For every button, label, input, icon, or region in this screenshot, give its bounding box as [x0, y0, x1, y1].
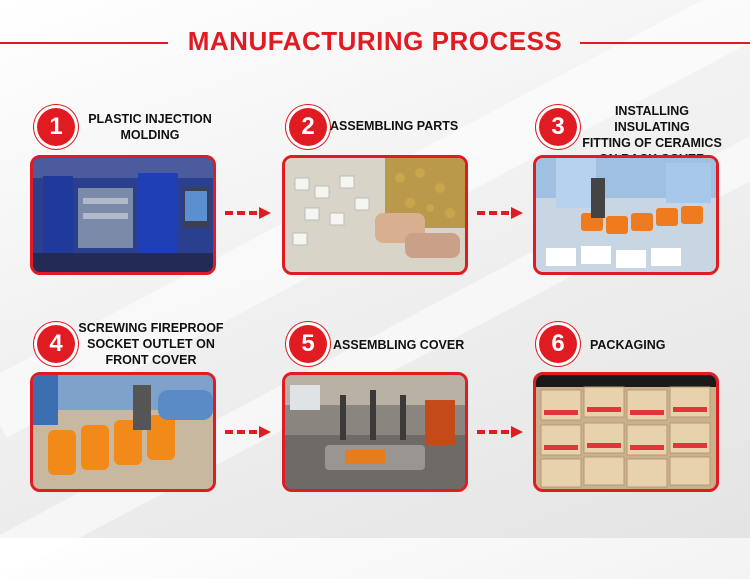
step-4-photo	[30, 372, 216, 492]
step-1-photo	[30, 155, 216, 275]
dashed-arrow-icon	[477, 426, 523, 438]
step-3-label-line: INSTALLING INSULATING	[614, 104, 690, 134]
step-5-photo	[282, 372, 468, 492]
step-5-number: 5	[289, 325, 327, 363]
dashed-arrow-icon	[225, 207, 271, 219]
step-4-number: 4	[37, 325, 75, 363]
step-4-label-line: SCREWING FIREPROOF	[78, 321, 224, 335]
dashed-arrow-icon	[477, 207, 523, 219]
step-2-number: 2	[289, 108, 327, 146]
step-5-label: ASSEMBLING COVER	[333, 337, 483, 353]
step-4-label: SCREWING FIREPROOF SOCKET OUTLET ON FRON…	[76, 320, 226, 368]
header-rule-left	[0, 42, 168, 44]
step-4-label-line: SOCKET OUTLET ON	[87, 337, 215, 351]
step-6-photo	[533, 372, 719, 492]
step-2-label: ASSEMBLING PARTS	[330, 118, 480, 134]
step-3-label-line: FITTING OF CERAMICS	[582, 136, 722, 150]
step-1-label: PLASTIC INJECTION MOLDING	[76, 111, 224, 143]
page-title: MANUFACTURING PROCESS	[187, 26, 563, 56]
header-rule-right	[580, 42, 750, 44]
step-3-number: 3	[539, 108, 577, 146]
step-3-photo	[533, 155, 719, 275]
step-2-label-line: ASSEMBLING PARTS	[330, 119, 459, 133]
step-1-number: 1	[37, 108, 75, 146]
step-2-photo	[282, 155, 468, 275]
step-1-label-line: MOLDING	[120, 128, 180, 142]
step-4-label-line: FRONT COVER	[105, 353, 197, 367]
step-6-number: 6	[539, 325, 577, 363]
step-1-label-line: PLASTIC INJECTION	[88, 112, 212, 126]
step-5-label-line: ASSEMBLING COVER	[333, 338, 465, 352]
step-6-label-line: PACKAGING	[590, 338, 666, 352]
dashed-arrow-icon	[225, 426, 271, 438]
step-6-label: PACKAGING	[590, 337, 690, 353]
